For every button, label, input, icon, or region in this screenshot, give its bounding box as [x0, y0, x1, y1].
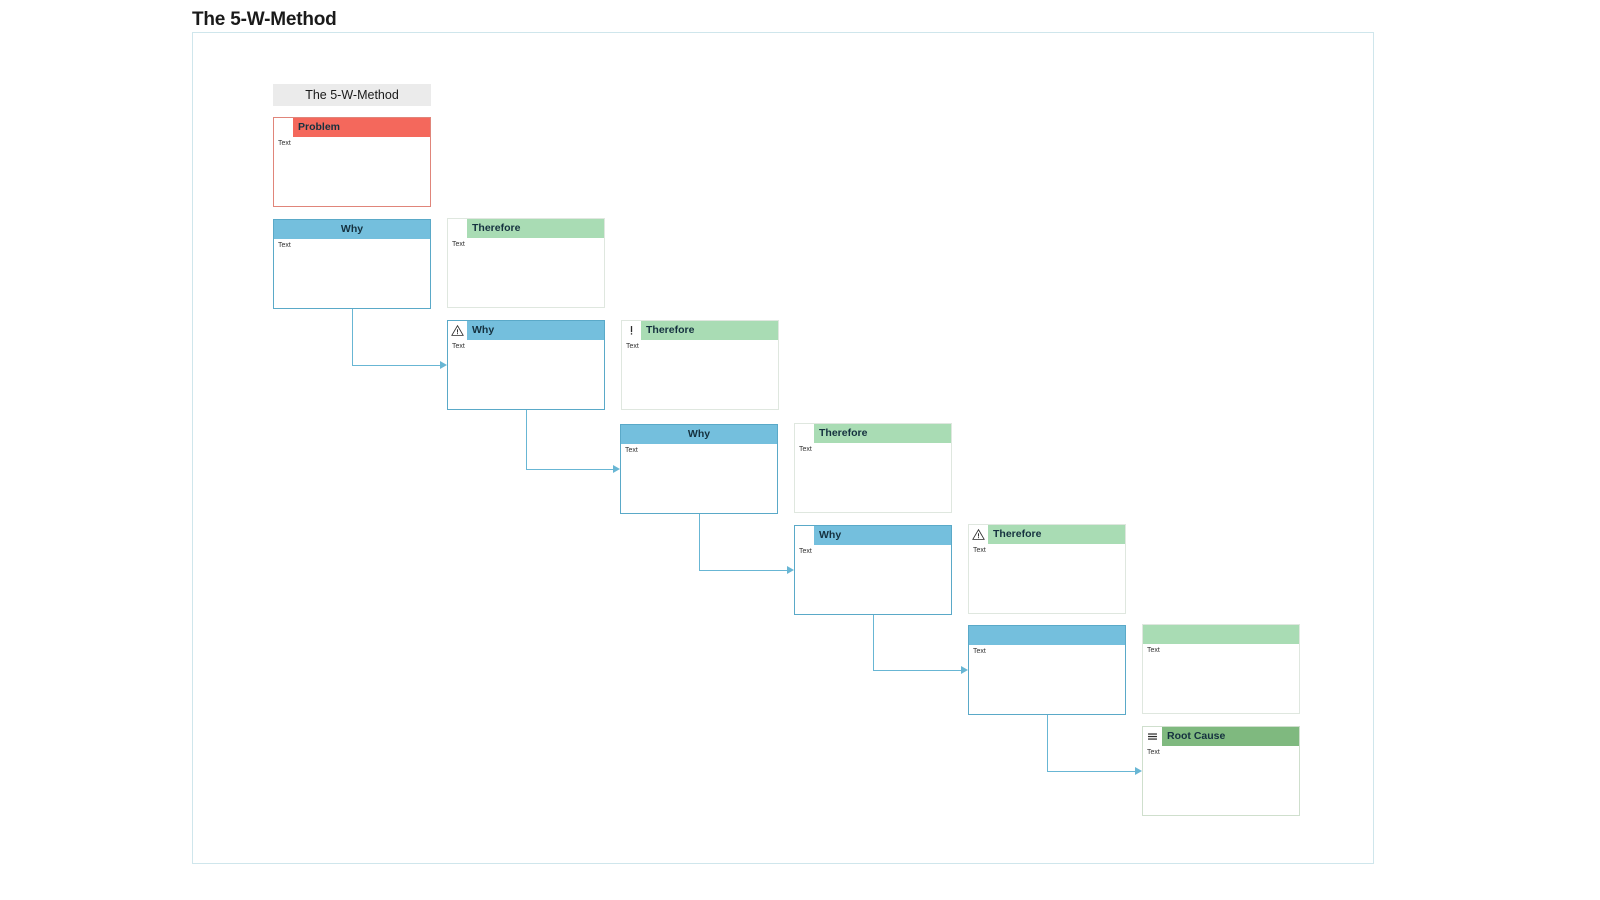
node-body-therefore-5[interactable]: Text — [1143, 644, 1299, 713]
node-body-text-therefore-1: Text — [452, 241, 465, 248]
node-body-text-therefore-3: Text — [799, 446, 812, 453]
node-header-problem: Problem — [274, 118, 430, 137]
node-body-text-problem: Text — [278, 140, 291, 147]
method-label-chip: The 5-W-Method — [273, 84, 431, 106]
list-icon — [1143, 727, 1162, 746]
node-body-problem[interactable]: Text — [274, 137, 430, 206]
node-title-why-4: Why — [819, 529, 842, 542]
method-label-text: The 5-W-Method — [305, 88, 399, 102]
connector-segment-why5-to-root — [1047, 771, 1135, 772]
node-body-text-therefore-4: Text — [973, 547, 986, 554]
node-title-therefore-2: Therefore — [646, 324, 695, 337]
node-title-problem: Problem — [298, 121, 341, 134]
node-header-why-5 — [969, 626, 1125, 645]
node-body-text-root-cause: Text — [1147, 749, 1160, 756]
node-header-therefore-4: Therefore — [969, 525, 1125, 544]
connector-arrowhead-why3-to-why4 — [787, 566, 794, 574]
node-header-why-2: Why — [448, 321, 604, 340]
node-title-therefore-1: Therefore — [472, 222, 521, 235]
blank-icon — [795, 526, 814, 545]
node-body-therefore-1[interactable]: Text — [448, 238, 604, 307]
connector-segment-why1-to-why2 — [352, 365, 440, 366]
node-body-therefore-3[interactable]: Text — [795, 443, 951, 512]
connector-segment-why3-to-why4 — [699, 570, 787, 571]
node-body-text-why-5: Text — [973, 648, 986, 655]
node-body-text-why-1: Text — [278, 242, 291, 249]
node-title-why-1: Why — [340, 223, 364, 236]
connector-segment-why4-to-why5 — [873, 670, 961, 671]
node-body-therefore-4[interactable]: Text — [969, 544, 1125, 613]
node-body-text-therefore-2: Text — [626, 343, 639, 350]
node-body-text-why-3: Text — [625, 447, 638, 454]
connector-segment-why5-to-root — [1047, 715, 1048, 771]
node-header-therefore-3: Therefore — [795, 424, 951, 443]
node-title-therefore-4: Therefore — [993, 528, 1042, 541]
node-body-why-3[interactable]: Text — [621, 444, 777, 513]
connector-segment-why4-to-why5 — [873, 615, 874, 670]
node-header-therefore-1: Therefore — [448, 219, 604, 238]
node-body-why-1[interactable]: Text — [274, 239, 430, 308]
connector-segment-why2-to-why3 — [526, 469, 613, 470]
node-title-therefore-3: Therefore — [819, 427, 868, 440]
connector-arrowhead-why4-to-why5 — [961, 666, 968, 674]
node-body-why-4[interactable]: Text — [795, 545, 951, 614]
warning-triangle-icon — [448, 321, 467, 340]
connector-segment-why3-to-why4 — [699, 514, 700, 570]
node-body-therefore-2[interactable]: Text — [622, 340, 778, 409]
node-header-why-4: Why — [795, 526, 951, 545]
node-header-root-cause: Root Cause — [1143, 727, 1299, 746]
node-body-text-therefore-5: Text — [1147, 647, 1160, 654]
node-title-root-cause: Root Cause — [1167, 730, 1226, 743]
connector-arrowhead-why5-to-root — [1135, 767, 1142, 775]
node-why-5[interactable]: Text — [968, 625, 1126, 715]
warning-triangle-icon — [969, 525, 988, 544]
node-title-why-3: Why — [687, 428, 711, 441]
blank-icon — [795, 424, 814, 443]
connector-segment-why2-to-why3 — [526, 410, 527, 469]
node-body-text-why-4: Text — [799, 548, 812, 555]
page-title: The 5-W-Method — [192, 9, 337, 30]
blank-icon — [448, 219, 467, 238]
node-body-text-why-2: Text — [452, 343, 465, 350]
node-header-therefore-2: Therefore — [622, 321, 778, 340]
exclamation-icon — [622, 321, 641, 340]
blank-icon — [274, 118, 293, 137]
node-title-why-2: Why — [472, 324, 495, 337]
node-header-why-1: Why — [274, 220, 430, 239]
node-therefore-5[interactable]: Text — [1142, 624, 1300, 714]
node-body-why-5[interactable]: Text — [969, 645, 1125, 714]
connector-arrowhead-why1-to-why2 — [440, 361, 447, 369]
connector-segment-why1-to-why2 — [352, 309, 353, 365]
node-header-why-3: Why — [621, 425, 777, 444]
node-body-root-cause[interactable]: Text — [1143, 746, 1299, 815]
node-body-why-2[interactable]: Text — [448, 340, 604, 409]
node-header-therefore-5 — [1143, 625, 1299, 644]
connector-arrowhead-why2-to-why3 — [613, 465, 620, 473]
